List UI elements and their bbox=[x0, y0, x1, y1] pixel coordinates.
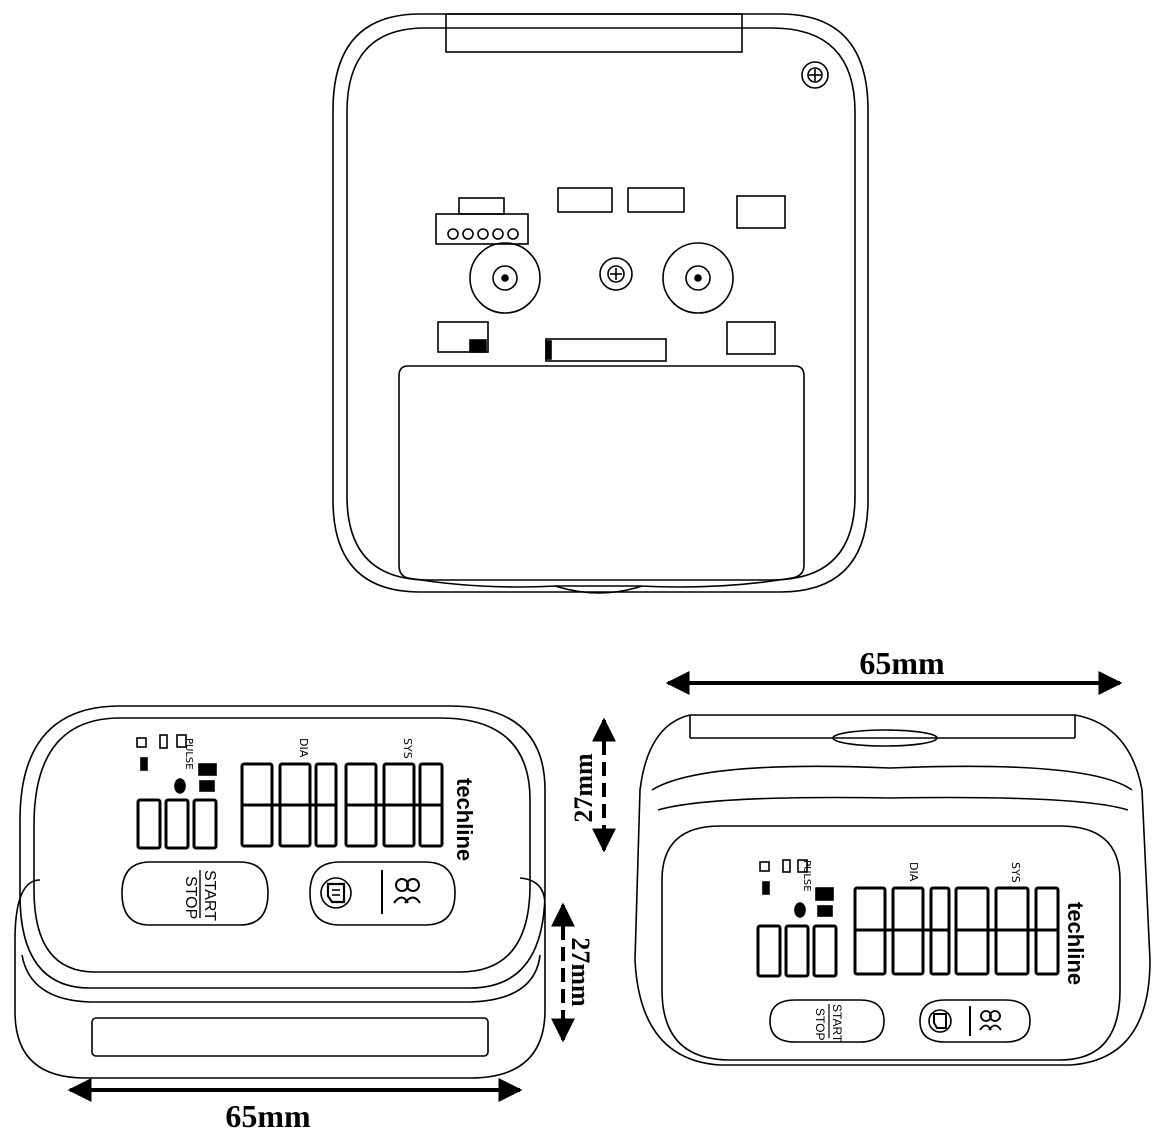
left-users-icon bbox=[393, 878, 421, 904]
left-start-stop-button[interactable]: START STOP bbox=[121, 861, 269, 926]
right-lcd-status-icons bbox=[759, 859, 834, 918]
back-outer-shell bbox=[332, 13, 869, 593]
battery-door bbox=[398, 365, 805, 588]
foot-left-icon bbox=[469, 242, 541, 314]
left-lcd-dia-label: DIA bbox=[297, 738, 310, 758]
right-width-label: 65mm bbox=[859, 645, 945, 681]
right-lcd-dia-label: DIA bbox=[907, 862, 920, 882]
pin-connector bbox=[435, 197, 529, 245]
back-top-slot bbox=[445, 13, 743, 53]
left-lcd: PULSE DIA SYS techline bbox=[136, 734, 477, 861]
right-stop-label: STOP bbox=[813, 1008, 827, 1040]
left-top-outer bbox=[19, 705, 546, 989]
back-pad-2 bbox=[627, 187, 685, 213]
right-lcd-pulse-digits bbox=[756, 924, 838, 978]
right-height-label: 27mm bbox=[569, 753, 598, 823]
right-top-strip bbox=[634, 714, 1151, 1066]
right-front-face bbox=[661, 825, 1121, 1061]
left-top-inner bbox=[33, 717, 531, 973]
left-device: PULSE DIA SYS techline START STOP bbox=[14, 705, 546, 1079]
left-stop-label: STOP bbox=[182, 876, 199, 919]
left-brand-logo: techline bbox=[452, 778, 477, 861]
left-body-outer bbox=[14, 877, 546, 1079]
right-top-slot bbox=[832, 729, 938, 747]
left-lcd-status-icons bbox=[136, 734, 217, 794]
right-lcd-sys-label: SYS bbox=[1009, 862, 1022, 883]
right-brand-logo: techline bbox=[1063, 902, 1088, 985]
left-width-label: 65mm bbox=[225, 1098, 311, 1134]
right-start-stop-button[interactable]: START STOP bbox=[769, 999, 885, 1043]
left-lcd-sys-digits bbox=[344, 762, 444, 848]
battery-door-tab bbox=[554, 585, 643, 594]
left-height-label: 27mm bbox=[566, 937, 595, 1007]
right-lcd-pulse-label: PULSE bbox=[801, 860, 812, 892]
left-lcd-pulse-label: PULSE bbox=[183, 738, 194, 770]
left-memory-icon bbox=[320, 877, 352, 909]
back-inner-shell bbox=[346, 27, 856, 581]
right-memory-icon bbox=[928, 1009, 952, 1033]
left-start-label: START bbox=[201, 870, 218, 921]
left-body-lower-rim bbox=[21, 954, 541, 1003]
left-front-slot bbox=[91, 1017, 489, 1057]
right-lcd-sys-digits bbox=[954, 886, 1060, 976]
right-side-rim bbox=[651, 765, 1133, 791]
right-lcd: PULSE DIA SYS techline bbox=[756, 859, 1088, 985]
right-side-rim-inner bbox=[657, 796, 1129, 811]
foot-right-icon bbox=[662, 242, 734, 314]
left-memory-user-button[interactable] bbox=[309, 861, 456, 926]
right-lcd-dia-digits bbox=[853, 886, 951, 976]
back-pad-1 bbox=[557, 187, 613, 213]
back-label-bar bbox=[545, 338, 667, 362]
right-height-dimension: 27mm bbox=[569, 717, 616, 853]
left-lcd-dia-digits bbox=[240, 762, 338, 848]
left-width-dimension: 65mm bbox=[67, 1078, 523, 1134]
left-lcd-sys-label: SYS bbox=[401, 738, 414, 759]
left-lcd-pulse-digits bbox=[136, 798, 218, 850]
right-device: PULSE DIA SYS techline START STOP bbox=[634, 714, 1151, 1066]
screw-center-icon bbox=[599, 257, 633, 291]
back-switch-left bbox=[437, 321, 489, 353]
right-memory-user-button[interactable] bbox=[919, 999, 1031, 1043]
screw-top-right-icon bbox=[801, 61, 829, 89]
back-pad-4 bbox=[726, 321, 776, 355]
right-start-label: START bbox=[830, 1004, 844, 1043]
right-users-icon bbox=[979, 1010, 1002, 1031]
right-width-dimension: 65mm bbox=[665, 645, 1123, 695]
back-pad-3 bbox=[736, 195, 786, 229]
back-view-device bbox=[332, 13, 869, 594]
left-height-dimension: 27mm bbox=[551, 902, 595, 1043]
